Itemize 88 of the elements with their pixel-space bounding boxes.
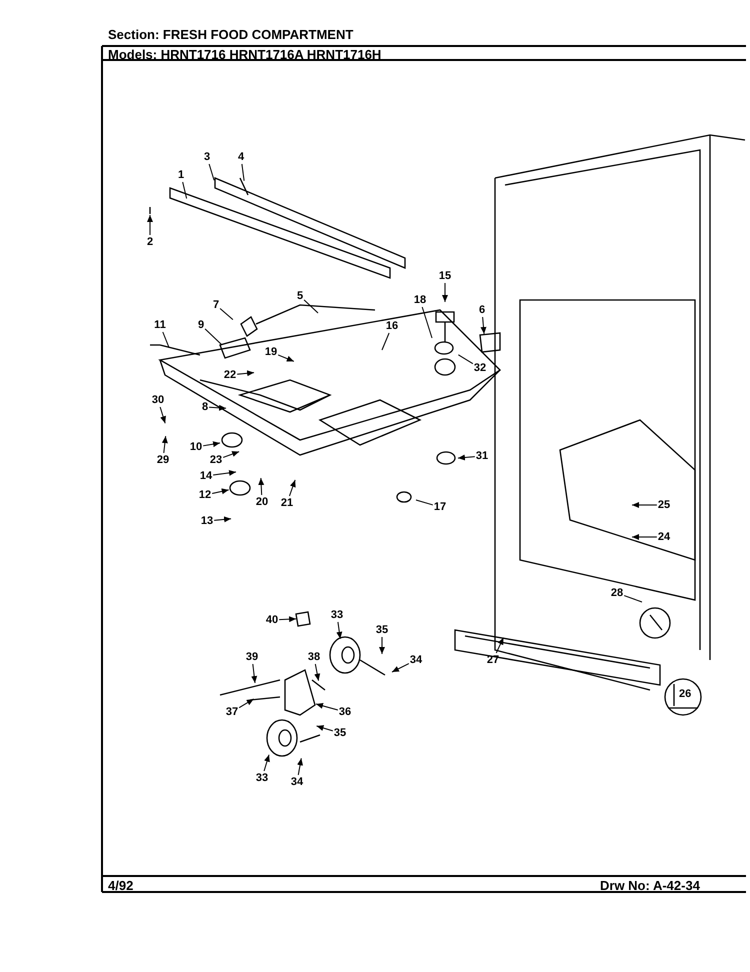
callout-number: 1 bbox=[178, 169, 184, 181]
callout-number: 14 bbox=[200, 470, 212, 482]
leader-line bbox=[182, 182, 188, 200]
callout-number: 36 bbox=[338, 706, 352, 718]
callout-number: 20 bbox=[256, 496, 268, 508]
callout-number: 19 bbox=[264, 346, 278, 358]
callout-number: 35 bbox=[334, 727, 346, 739]
leader-line bbox=[632, 534, 658, 540]
callout-number: 16 bbox=[386, 320, 398, 332]
leader-line bbox=[258, 478, 264, 496]
callout-number: 24 bbox=[658, 531, 670, 543]
callout-number: 37 bbox=[226, 706, 238, 718]
drawing-date: 4/92 bbox=[108, 878, 134, 893]
leader-line bbox=[382, 332, 390, 350]
leader-line bbox=[162, 436, 168, 454]
leader-line bbox=[304, 299, 318, 314]
leader-line bbox=[288, 479, 296, 496]
leader-line bbox=[147, 214, 153, 236]
leader-line bbox=[208, 164, 215, 181]
leader-line bbox=[336, 622, 342, 640]
callout-number: 12 bbox=[198, 489, 212, 501]
callout-number: 28 bbox=[610, 587, 624, 599]
leader-line bbox=[278, 354, 294, 362]
callout-number: 32 bbox=[474, 362, 486, 374]
callout-number: 13 bbox=[200, 515, 214, 527]
leader-line bbox=[204, 328, 222, 346]
leader-line bbox=[422, 306, 432, 338]
callout-number: 26 bbox=[679, 688, 692, 700]
leader-line bbox=[316, 725, 334, 732]
callout-number: 5 bbox=[296, 290, 304, 302]
leader-line bbox=[624, 595, 642, 602]
leader-line bbox=[236, 370, 255, 376]
leader-line bbox=[392, 663, 410, 672]
callout-number: 7 bbox=[212, 299, 220, 311]
callout-number: 31 bbox=[476, 450, 488, 462]
callout-number: 33 bbox=[256, 772, 268, 784]
callout-number: 15 bbox=[438, 270, 452, 282]
leader-line bbox=[162, 332, 170, 348]
leader-line bbox=[208, 404, 227, 411]
callout-number: 35 bbox=[376, 624, 388, 636]
callout-number: 21 bbox=[280, 497, 294, 509]
callout-number: 2 bbox=[146, 236, 154, 248]
callout-number: 40 bbox=[266, 614, 278, 626]
callout-number: 18 bbox=[414, 294, 426, 306]
callout-number: 22 bbox=[224, 369, 236, 381]
callout-number: 33 bbox=[330, 609, 344, 621]
leader-line bbox=[480, 316, 486, 334]
leader-line bbox=[160, 406, 166, 424]
leader-line bbox=[212, 470, 236, 476]
leader-line bbox=[241, 164, 245, 182]
drawing-number: Drw No: A-42-34 bbox=[600, 878, 700, 893]
leader-line bbox=[458, 354, 474, 364]
callout-number: 34 bbox=[290, 776, 304, 788]
leader-line bbox=[496, 637, 504, 654]
leader-line bbox=[251, 664, 258, 684]
leader-line bbox=[214, 516, 232, 522]
section-heading: Section: FRESH FOOD COMPARTMENT bbox=[108, 27, 354, 42]
leader-line bbox=[264, 754, 270, 772]
callout-number: 3 bbox=[204, 151, 210, 163]
callout-number: 6 bbox=[478, 304, 486, 316]
leader-line bbox=[442, 282, 448, 302]
leader-line bbox=[238, 698, 254, 708]
callout-number: 38 bbox=[308, 651, 320, 663]
callout-number: 30 bbox=[152, 394, 164, 406]
leader-line bbox=[457, 454, 476, 460]
callout-number: 9 bbox=[198, 319, 204, 331]
leader-line bbox=[297, 758, 304, 776]
callout-number: 39 bbox=[246, 651, 258, 663]
leader-line bbox=[222, 451, 240, 458]
callout-number: 17 bbox=[434, 501, 446, 513]
leader-line bbox=[220, 308, 234, 320]
callout-number: 23 bbox=[210, 454, 222, 466]
callout-number: 8 bbox=[202, 401, 208, 413]
leader-line bbox=[202, 441, 220, 448]
callout-number: 10 bbox=[190, 441, 202, 453]
model-list: Models: HRNT1716 HRNT1716A HRNT1716H bbox=[108, 47, 382, 62]
leader-line bbox=[379, 636, 385, 654]
callout-number: 34 bbox=[410, 654, 422, 666]
leader-line bbox=[314, 664, 320, 682]
leader-line bbox=[416, 500, 434, 506]
callout-number: 29 bbox=[156, 454, 170, 466]
leader-line bbox=[632, 502, 658, 508]
leader-line bbox=[212, 488, 230, 494]
leader-line bbox=[278, 616, 297, 622]
leader-line bbox=[316, 702, 338, 711]
callout-number: 25 bbox=[658, 499, 670, 511]
callout-number: 11 bbox=[154, 319, 166, 331]
callout-number: 4 bbox=[238, 151, 244, 163]
